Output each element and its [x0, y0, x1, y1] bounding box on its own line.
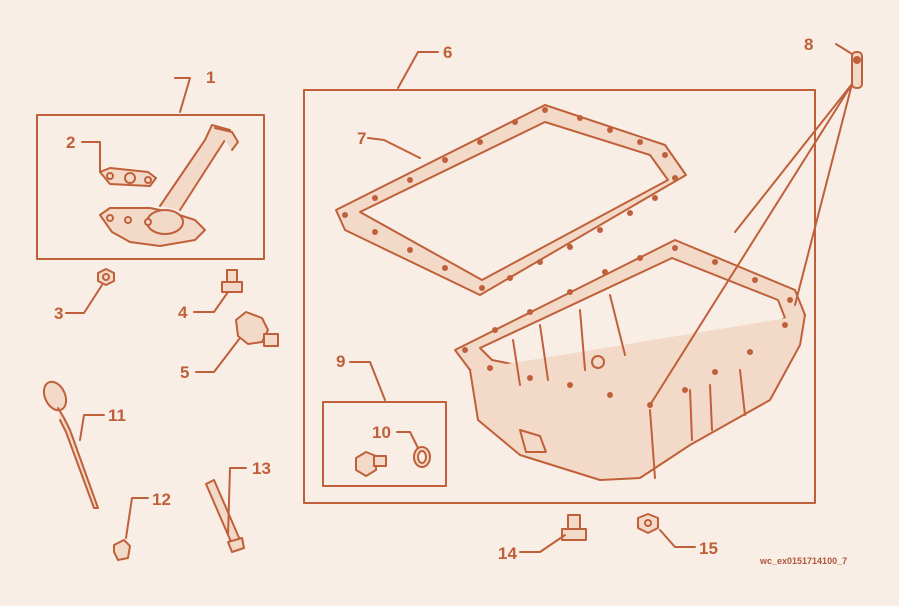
callout-leader-lines	[65, 43, 853, 553]
drain-plug-part	[355, 451, 387, 477]
callout-8: 8	[804, 35, 814, 54]
nut-part-15	[637, 513, 659, 534]
drain-washer-part	[413, 446, 431, 468]
callout-3: 3	[54, 304, 64, 323]
callout-2: 2	[66, 133, 76, 152]
bolt-part-14	[561, 514, 587, 541]
strainer-group-frame	[36, 114, 265, 260]
dowel-pin-part	[851, 51, 863, 89]
callout-12: 12	[152, 490, 171, 509]
callout-1: 1	[206, 68, 216, 87]
reference-code: wc_ex0151714100_7	[760, 556, 848, 566]
bolt-part-4	[221, 269, 243, 293]
oil-pressure-switch-part	[235, 311, 279, 347]
callout-10: 10	[372, 423, 391, 442]
nut-part	[97, 268, 115, 286]
callout-4: 4	[178, 303, 188, 322]
callout-6: 6	[443, 43, 453, 62]
callout-5: 5	[180, 363, 190, 382]
oil-pan-bolt-holes	[462, 245, 793, 408]
oil-pan-part	[454, 239, 806, 481]
oil-pan-group-frame	[303, 89, 816, 504]
strainer-bracket-part	[99, 167, 157, 187]
gasket-bolt-holes	[342, 107, 678, 291]
callout-11: 11	[108, 406, 126, 425]
drain-plug-kit-frame	[322, 401, 447, 487]
oil-strainer-part	[99, 124, 239, 247]
guide-tube-part	[205, 479, 245, 553]
dipstick-part	[42, 380, 99, 509]
callout-14: 14	[498, 544, 517, 563]
dowel-pointer-lines	[649, 83, 853, 406]
callout-15: 15	[699, 539, 718, 558]
callout-13: 13	[252, 459, 271, 478]
callout-9: 9	[336, 352, 346, 371]
grommet-part	[113, 539, 131, 561]
callout-7: 7	[357, 129, 367, 148]
oil-pan-gasket-part	[335, 104, 687, 296]
